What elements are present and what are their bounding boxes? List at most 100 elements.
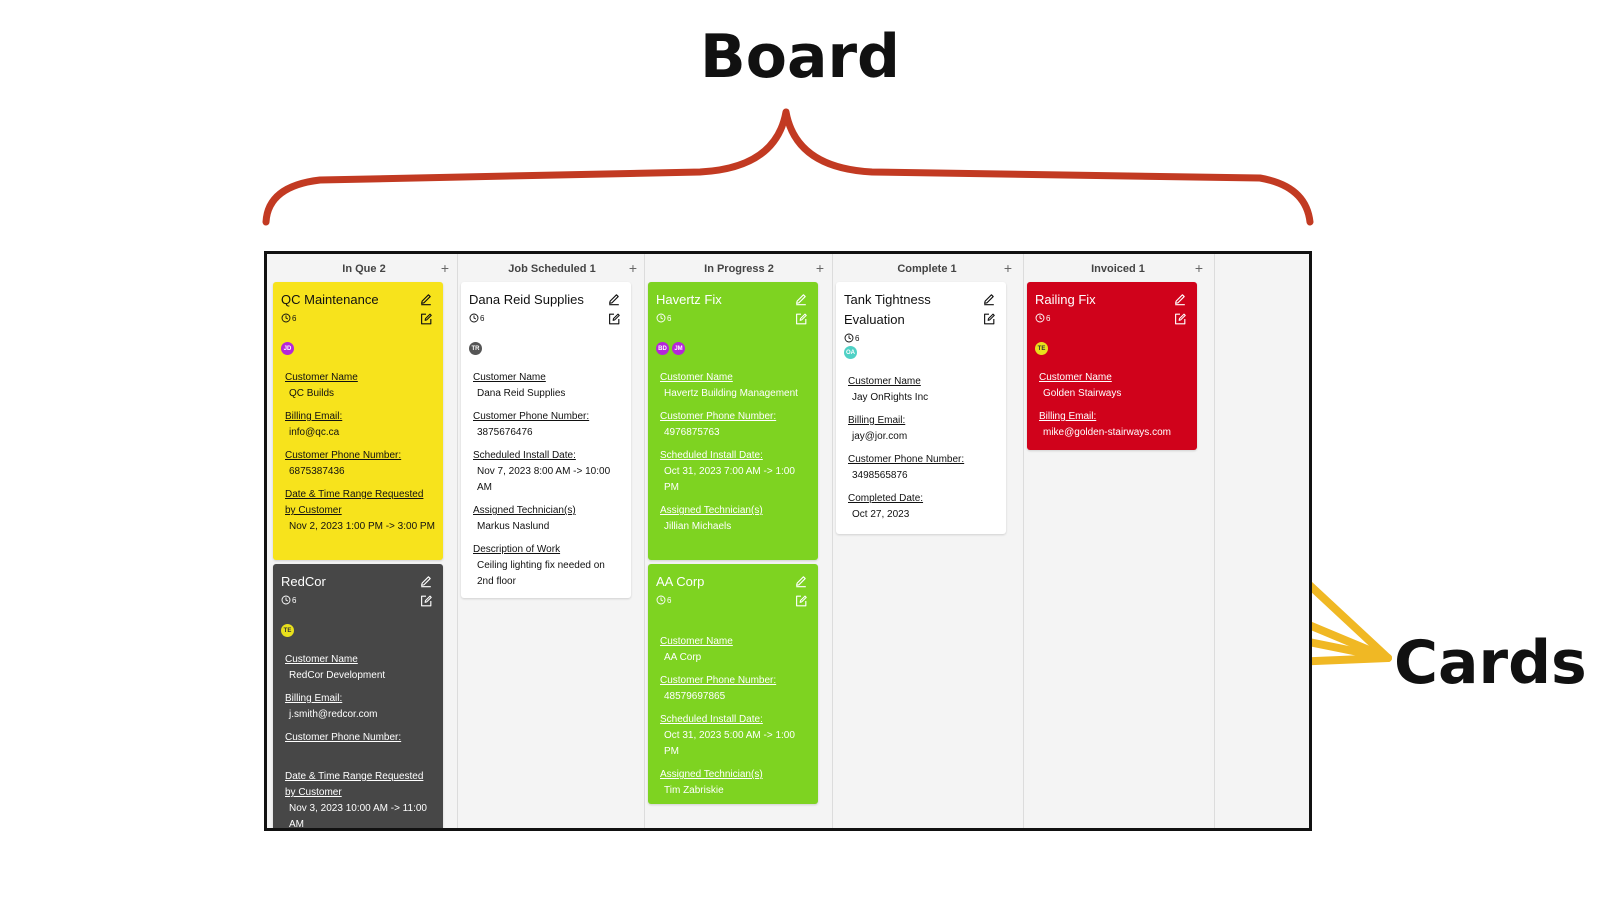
field-label: Billing Email: [285, 411, 343, 422]
avatar[interactable]: TE [281, 624, 294, 637]
field-value: Tim Zabriskie [664, 785, 724, 796]
column-divider [832, 254, 833, 828]
card-count: 6 [667, 595, 672, 605]
field-value: Jay OnRights Inc [852, 392, 929, 403]
card-time-count: 6 [656, 594, 810, 606]
pencil-icon[interactable] [419, 574, 433, 588]
field-label: Customer Phone Number: [285, 732, 402, 743]
card-tools [419, 292, 433, 326]
field-label: Date & Time Range Requested by Customer [285, 771, 424, 798]
card-count: 6 [1046, 313, 1051, 323]
edit-square-icon[interactable] [982, 312, 996, 326]
card-count: 6 [855, 333, 860, 343]
field-label: Customer Name [660, 636, 733, 647]
field-value: Markus Naslund [477, 521, 550, 532]
field-label: Assigned Technician(s) [473, 505, 576, 516]
field-value: Dana Reid Supplies [477, 388, 566, 399]
field-label: Assigned Technician(s) [660, 505, 763, 516]
pencil-icon[interactable] [794, 574, 808, 588]
field-value: Jillian Michaels [664, 521, 732, 532]
card-title: RedCor [281, 574, 326, 589]
assignee-avatars: TE [281, 624, 435, 638]
clock-icon [656, 595, 666, 605]
field-label: Billing Email: [1039, 411, 1097, 422]
field-value: Golden Stairways [1043, 388, 1122, 399]
field-value: QC Builds [289, 388, 335, 399]
pencil-icon[interactable] [982, 292, 996, 306]
column-partial: P [1218, 260, 1309, 828]
add-card-button[interactable]: + [628, 260, 637, 276]
clock-icon [844, 333, 854, 343]
field-value: 3875676476 [477, 427, 533, 438]
field-label: Customer Name [660, 372, 733, 383]
field-label: Completed Date: [848, 493, 924, 504]
clock-icon [281, 595, 291, 605]
edit-square-icon[interactable] [794, 312, 808, 326]
field-value: 48579697865 [664, 691, 726, 702]
pencil-icon[interactable] [1173, 292, 1187, 306]
card-title: Dana Reid Supplies [469, 292, 584, 307]
edit-square-icon[interactable] [794, 594, 808, 608]
field-value: Nov 3, 2023 10:00 AM -> 11:00 AM [289, 803, 427, 830]
field-label: Billing Email: [285, 693, 343, 704]
add-card-button[interactable]: + [815, 260, 824, 276]
avatar[interactable]: TE [1035, 342, 1048, 355]
edit-square-icon[interactable] [607, 312, 621, 326]
avatar[interactable]: JM [672, 342, 685, 355]
avatar[interactable]: TR [469, 342, 482, 355]
field-value: Ceiling lighting fix needed on 2nd floor [477, 560, 605, 587]
card-tools [794, 292, 808, 326]
clock-icon [469, 313, 479, 323]
edit-square-icon[interactable] [1173, 312, 1187, 326]
field-label: Customer Name [848, 376, 921, 387]
clock-icon [1035, 313, 1045, 323]
field-value: Oct 31, 2023 5:00 AM -> 1:00 PM [664, 730, 795, 757]
add-card-button[interactable]: + [1194, 260, 1203, 276]
assignee-avatars: TR [469, 342, 623, 356]
field-value: Nov 2, 2023 1:00 PM -> 3:00 PM [289, 521, 435, 532]
card-title: Tank Tightness Evaluation [844, 292, 931, 327]
card-title: Havertz Fix [656, 292, 722, 307]
avatar[interactable]: OA [844, 346, 857, 359]
avatar[interactable]: BD [656, 342, 669, 355]
field-value [285, 746, 435, 762]
edit-square-icon[interactable] [419, 312, 433, 326]
add-card-button[interactable]: + [440, 260, 449, 276]
edit-square-icon[interactable] [419, 594, 433, 608]
card-count: 6 [667, 313, 672, 323]
field-value: 4976875763 [664, 427, 720, 438]
field-label: Description of Work [473, 544, 561, 555]
card-count: 6 [480, 313, 485, 323]
pencil-icon[interactable] [607, 292, 621, 306]
card-time-count: 6 [656, 312, 810, 324]
column-header: Complete 1 + [836, 260, 1018, 278]
field-value: AA Corp [664, 652, 702, 663]
card-tools [794, 574, 808, 608]
column-divider [644, 254, 645, 828]
field-label: Customer Name [1039, 372, 1112, 383]
cards-annotation-label: Cards [1394, 628, 1587, 698]
card-count: 6 [292, 313, 297, 323]
column-header: Invoiced 1 + [1027, 260, 1209, 278]
pencil-icon[interactable] [794, 292, 808, 306]
field-label: Customer Phone Number: [848, 454, 965, 465]
column-header: In Que 2 + [273, 260, 455, 278]
field-label: Scheduled Install Date: [660, 450, 763, 461]
column-title: In Que 2 [342, 263, 386, 275]
add-card-button[interactable]: + [1003, 260, 1012, 276]
pencil-icon[interactable] [419, 292, 433, 306]
column-header: P [1218, 260, 1309, 278]
avatar[interactable]: JD [281, 342, 294, 355]
board-brace [262, 108, 1314, 226]
field-label: Date & Time Range Requested by Customer [285, 489, 424, 516]
